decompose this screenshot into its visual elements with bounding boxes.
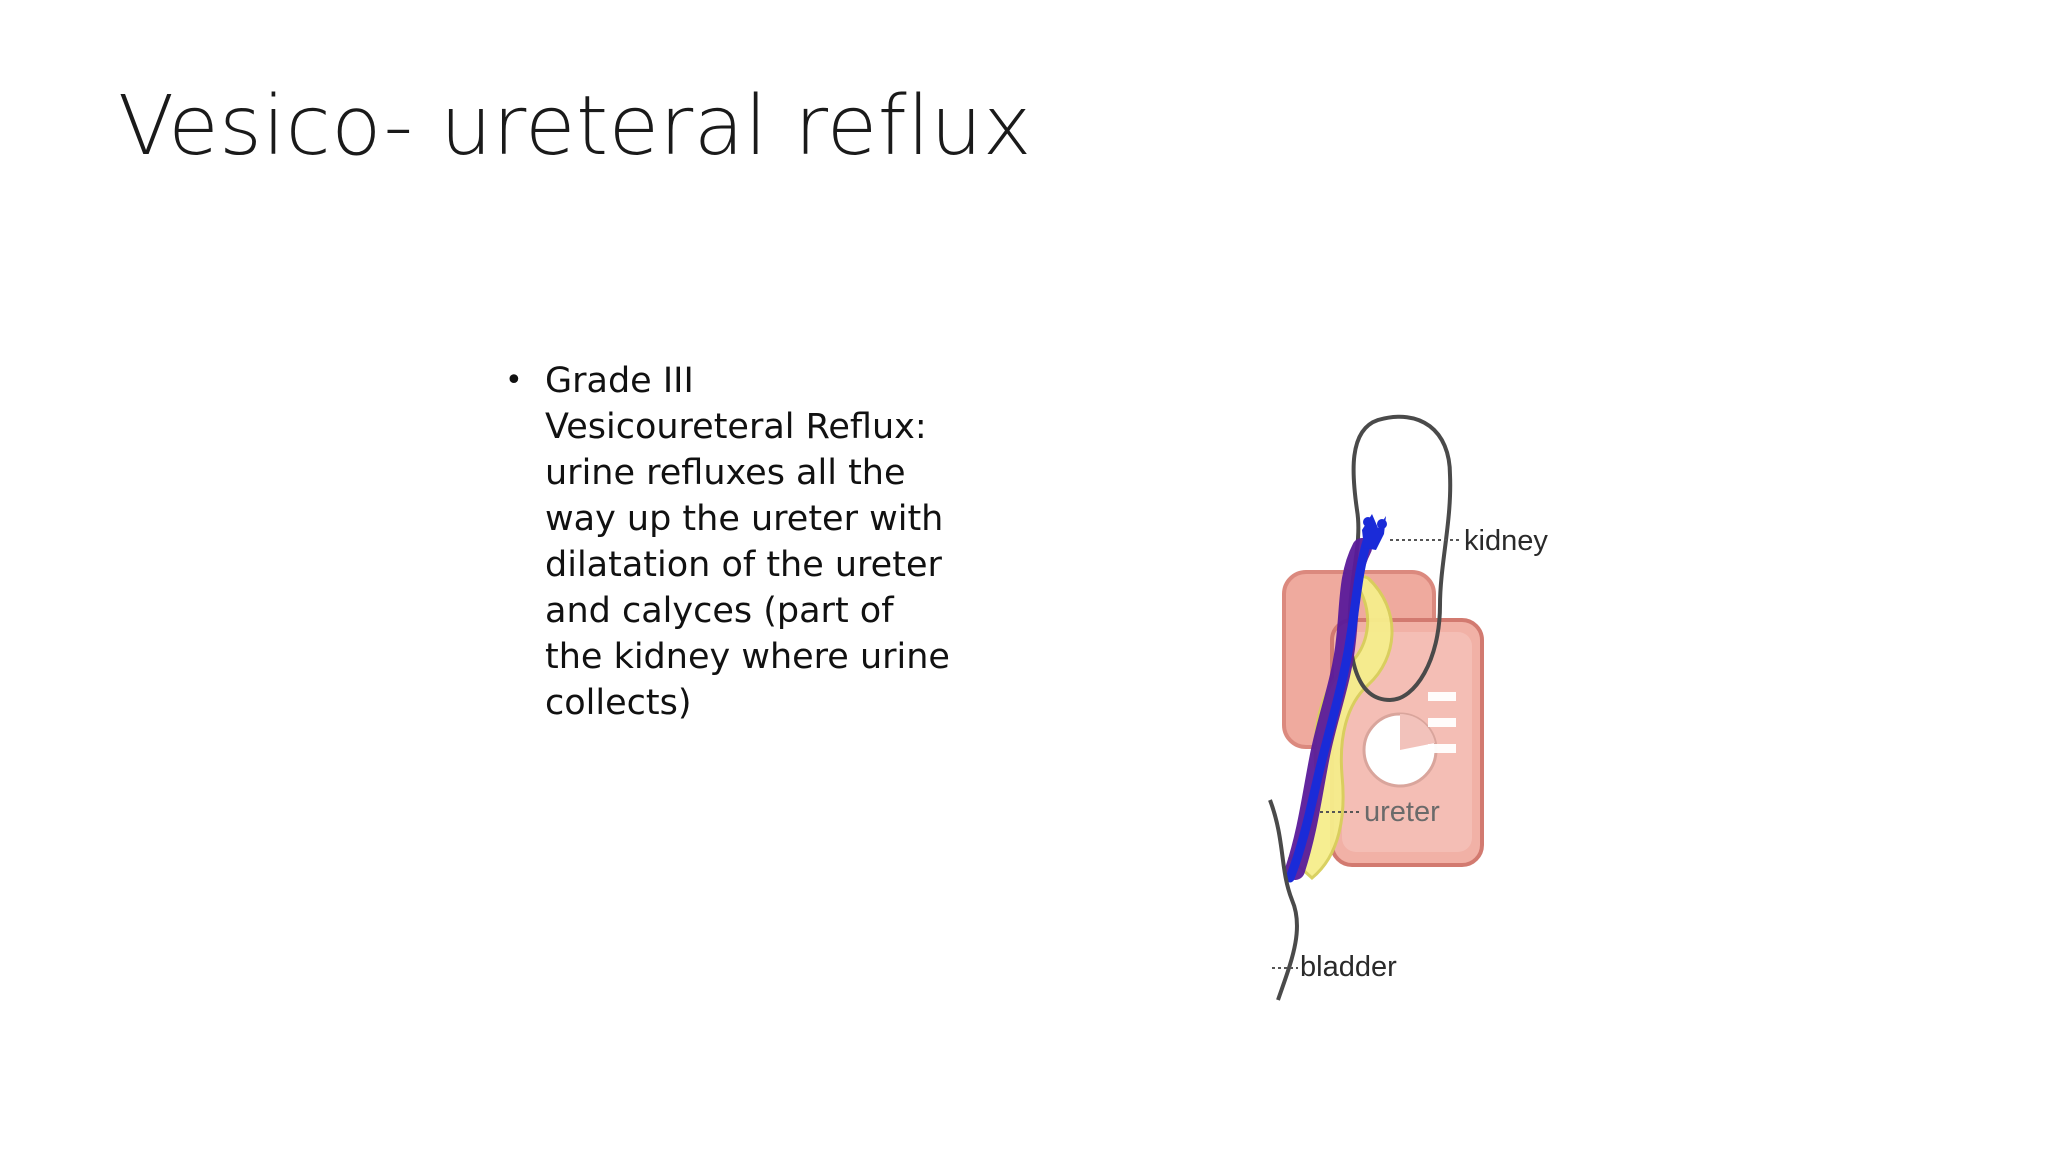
bullet-line: way up the ureter with <box>545 499 944 539</box>
bullet-line: collects) <box>545 683 692 723</box>
calyces <box>1362 514 1387 550</box>
ureter-label: ureter <box>1364 796 1440 828</box>
presentation-placeholder-icon <box>1330 618 1484 867</box>
bladder-wall <box>1268 799 1300 1001</box>
kidney-outline <box>1347 414 1453 703</box>
reflux-diagram-svg: kidney ureter bladder <box>1268 414 1548 1001</box>
bullet-line: Grade III <box>545 361 694 401</box>
reflux-diagram: kidney ureter bladder <box>1250 400 1650 1020</box>
bullet-line: dilatation of the ureter <box>545 545 942 585</box>
bullet-line: the kidney where urine <box>545 637 950 677</box>
bullet-dot: • <box>505 363 523 398</box>
bullet-list: • Grade III Vesicoureteral Reflux: urine… <box>505 358 975 726</box>
bladder-label: bladder <box>1300 951 1397 983</box>
slide-title: Vesico- ureteral reflux <box>118 79 1032 174</box>
kidney-label: kidney <box>1464 525 1548 557</box>
bullet-item: • Grade III Vesicoureteral Reflux: urine… <box>505 358 975 726</box>
bullet-line: urine refluxes all the <box>545 453 906 493</box>
bullet-line: and calyces (part of <box>545 591 894 631</box>
bullet-line: Vesicoureteral Reflux: <box>545 407 927 447</box>
reflux-stream <box>1285 533 1373 883</box>
